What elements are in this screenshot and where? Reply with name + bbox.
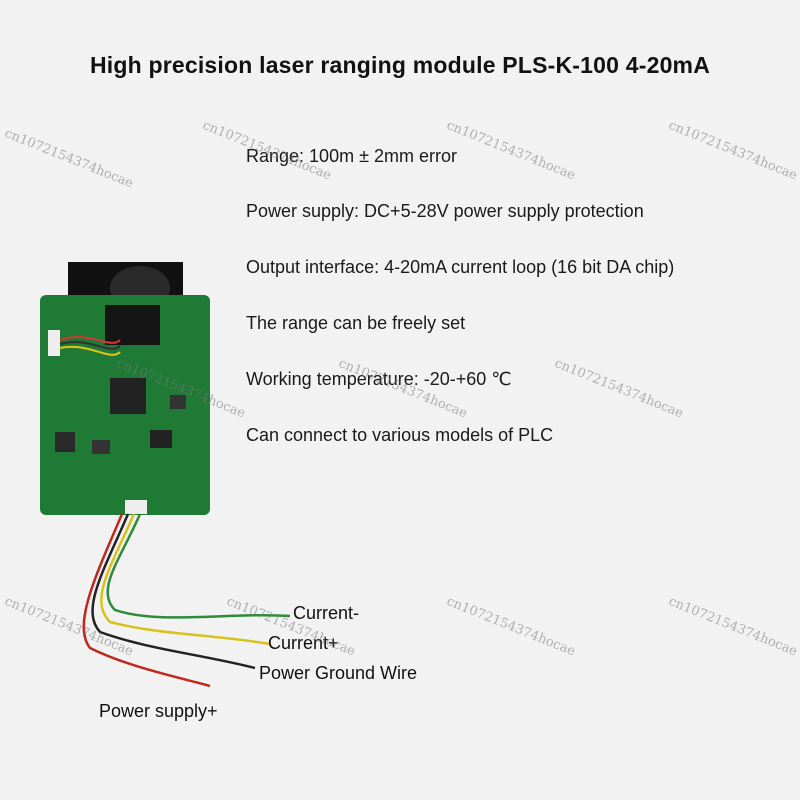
wire-current-minus bbox=[106, 513, 291, 619]
sensor-block bbox=[105, 305, 160, 345]
ribbon-wire-yellow bbox=[59, 345, 121, 356]
label-power-supply: Power supply+ bbox=[99, 701, 218, 721]
label-current-minus: Current- bbox=[293, 603, 360, 623]
page-title: High precision laser ranging module PLS-… bbox=[89, 52, 711, 78]
wire-current-plus bbox=[100, 513, 271, 646]
ribbon-wire-red bbox=[59, 336, 121, 344]
spec-range-setting: The range can be freely set bbox=[246, 313, 466, 333]
bottom-connector bbox=[125, 500, 147, 514]
ribbon-wire-black bbox=[59, 341, 121, 350]
label-power-ground: Power Ground Wire bbox=[259, 663, 418, 683]
spec-power-supply: Power supply: DC+5-28V power supply prot… bbox=[246, 201, 644, 221]
spec-range: Range: 100m ± 2mm error bbox=[246, 146, 457, 166]
top-connector bbox=[48, 330, 60, 356]
inductor bbox=[55, 432, 75, 452]
wire-power bbox=[82, 513, 211, 688]
wire-ground bbox=[91, 513, 256, 670]
label-current-plus: Current+ bbox=[268, 633, 339, 653]
chip-da bbox=[150, 430, 172, 448]
spec-output-interface: Output interface: 4-20mA current loop (1… bbox=[246, 257, 675, 277]
chip-side bbox=[170, 395, 186, 409]
chip-small bbox=[92, 440, 110, 454]
spec-working-temperature: Working temperature: -20-+60 ℃ bbox=[246, 369, 512, 389]
chip-main bbox=[110, 378, 146, 414]
spec-plc-compatibility: Can connect to various models of PLC bbox=[246, 425, 554, 445]
